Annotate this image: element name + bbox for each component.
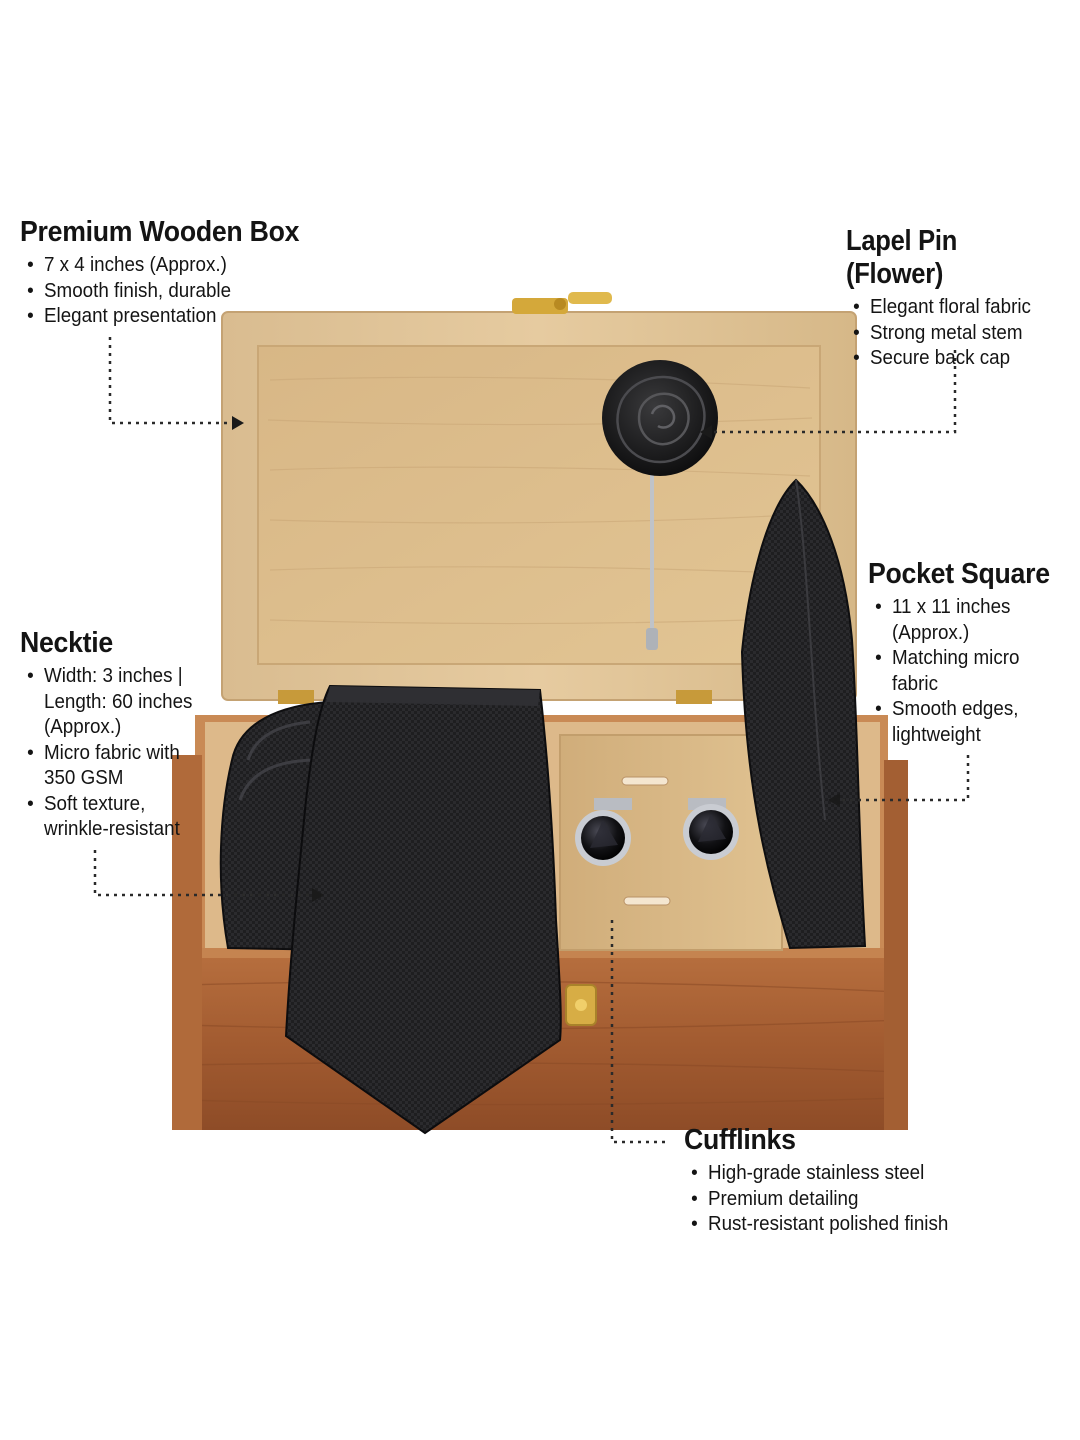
hinge-right — [676, 690, 712, 704]
callout-title: Cufflinks — [684, 1124, 796, 1156]
callout-bullet: Strong metal stem — [853, 321, 1067, 347]
callout-bullet: Matching micro — [875, 646, 1069, 672]
callout-bullet-cont: wrinkle-resistant — [44, 818, 180, 840]
lid-clasp — [512, 292, 612, 314]
callout-wooden-box: Premium Wooden Box 7 x 4 inches (Approx.… — [20, 216, 340, 330]
leader-arrowheads — [232, 416, 840, 902]
callout-cufflinks: Cufflinks High-grade stainless steel Pre… — [684, 1124, 1064, 1238]
callout-bullet: Smooth edges, — [875, 697, 1069, 723]
callout-bullet-cont: 350 GSM — [44, 767, 124, 789]
callout-bullet: 11 x 11 inches — [875, 595, 1069, 621]
callout-necktie: Necktie Width: 3 inches | Length: 60 inc… — [20, 627, 230, 843]
callout-bullet: 7 x 4 inches (Approx.) — [27, 253, 322, 279]
callout-bullet: High-grade stainless steel — [691, 1161, 1043, 1187]
callout-bullet: Elegant floral fabric — [853, 295, 1067, 321]
pocket-square-image — [740, 478, 867, 950]
front-latch — [565, 984, 597, 1026]
necktie-image — [284, 684, 562, 1135]
callout-bullet-cont: lightweight — [892, 723, 981, 746]
hinge-left — [278, 690, 314, 704]
leader-lines — [93, 337, 970, 1144]
lapel-pin-image — [602, 360, 718, 650]
callout-title: Pocket Square — [868, 558, 1050, 590]
callout-bullet: Premium detailing — [691, 1187, 1043, 1213]
callout-bullet: Micro fabric with — [27, 741, 219, 767]
callout-bullet-cont: Length: 60 inches — [44, 690, 193, 713]
callout-title: Necktie — [20, 627, 113, 659]
callout-bullet: Rust-resistant polished finish — [691, 1212, 1043, 1238]
callout-bullet: Smooth finish, durable — [27, 279, 322, 305]
callout-bullet-cont: (Approx.) — [44, 716, 122, 738]
callout-lapel-pin: Lapel Pin (Flower) Elegant floral fabric… — [846, 225, 1080, 372]
callout-bullet: Secure back cap — [853, 346, 1067, 372]
cufflinks-image — [575, 798, 739, 866]
callout-bullet: Width: 3 inches | — [27, 664, 219, 690]
callout-pocket-square: Pocket Square 11 x 11 inches (Approx.) M… — [868, 558, 1080, 748]
callout-title: Lapel Pin (Flower) — [846, 225, 958, 290]
callout-title: Premium Wooden Box — [20, 216, 300, 248]
callout-bullet: Elegant presentation — [27, 304, 322, 330]
callout-bullet-cont: fabric — [892, 672, 938, 695]
callout-bullet: Soft texture, — [27, 792, 219, 818]
callout-bullet-cont: (Approx.) — [892, 621, 970, 644]
